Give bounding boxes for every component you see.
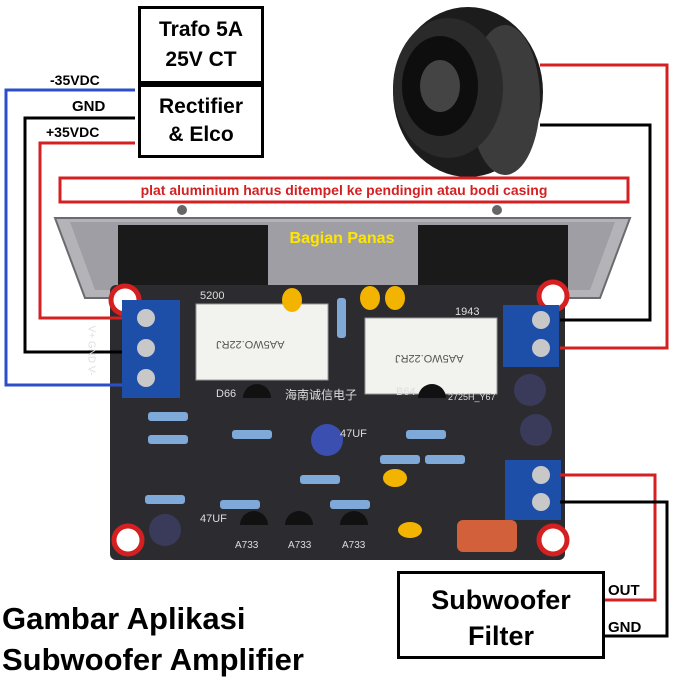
cap-a-label: 47UF (340, 428, 367, 440)
resistor-left-label: AA5WO.22RJ (216, 338, 285, 350)
subwoofer-speaker (393, 7, 543, 177)
rectifier-line1: Rectifier (158, 95, 244, 118)
filter-out-label: OUT (608, 582, 640, 599)
heatsink-screw-right (492, 205, 502, 215)
heatsink-note-box (58, 176, 630, 204)
cap-b-label: 47UF (200, 513, 227, 525)
transistor-left-label: 5200 (200, 290, 225, 302)
wire-filter-gnd (560, 500, 669, 638)
d-left-label: D66 (216, 388, 237, 400)
terminal-left-label: V+ GND V- (85, 325, 97, 376)
heatsink-screw-left (177, 205, 187, 215)
model-label: 2725H_Y67 (448, 392, 496, 402)
trafo-line2: 25V CT (165, 48, 237, 71)
terminal-block-input (505, 460, 561, 520)
cap (149, 514, 181, 546)
filter-line2: Filter (467, 621, 534, 651)
wire-speaker-pos (540, 63, 669, 350)
terminal-block-speaker (503, 305, 559, 367)
subwoofer-filter-box: Subwoofer Filter (397, 571, 605, 659)
cap (311, 424, 343, 456)
label-pos35v: +35VDC (46, 124, 100, 140)
power-resistor-right (364, 317, 498, 395)
rectifier-box: Rectifier & Elco (138, 84, 264, 158)
trafo-line1: Trafo 5A (158, 18, 244, 41)
heatsink-note: plat aluminium harus ditempel ke pending… (140, 182, 548, 198)
q3-label: A733 (342, 540, 366, 551)
wire-neg35v (4, 88, 135, 387)
hot-zone-label: Bagian Panas (289, 230, 395, 247)
caption-line1: Gambar Aplikasi (2, 601, 246, 636)
d-right-label: B64 (396, 386, 416, 398)
trafo-box: Trafo 5A 25V CT (138, 6, 264, 84)
q2-label: A733 (288, 540, 312, 551)
transistor-right-label: 1943 (455, 306, 480, 318)
wire-speaker-neg (540, 123, 652, 322)
filter-line1: Subwoofer (431, 585, 571, 615)
power-resistor-left (195, 303, 329, 381)
caption-line2: Subwoofer Amplifier (2, 642, 304, 677)
wire-gnd (23, 116, 135, 354)
film-cap (457, 520, 517, 552)
q1-label: A733 (235, 540, 259, 551)
resistor-right-label: AA5WO.22RJ (395, 352, 464, 364)
wire-filter-out (560, 473, 657, 602)
mount-hole (536, 523, 570, 557)
cap (520, 414, 552, 446)
label-gnd-power: GND (72, 98, 106, 115)
mount-hole (111, 523, 145, 557)
cap (514, 374, 546, 406)
chinese-label: 海南诚信电子 (285, 388, 358, 402)
label-neg35v: -35VDC (50, 72, 100, 88)
wire-pos35v (38, 141, 135, 320)
filter-gnd-label: GND (608, 619, 642, 636)
rectifier-line2: & Elco (168, 123, 234, 146)
